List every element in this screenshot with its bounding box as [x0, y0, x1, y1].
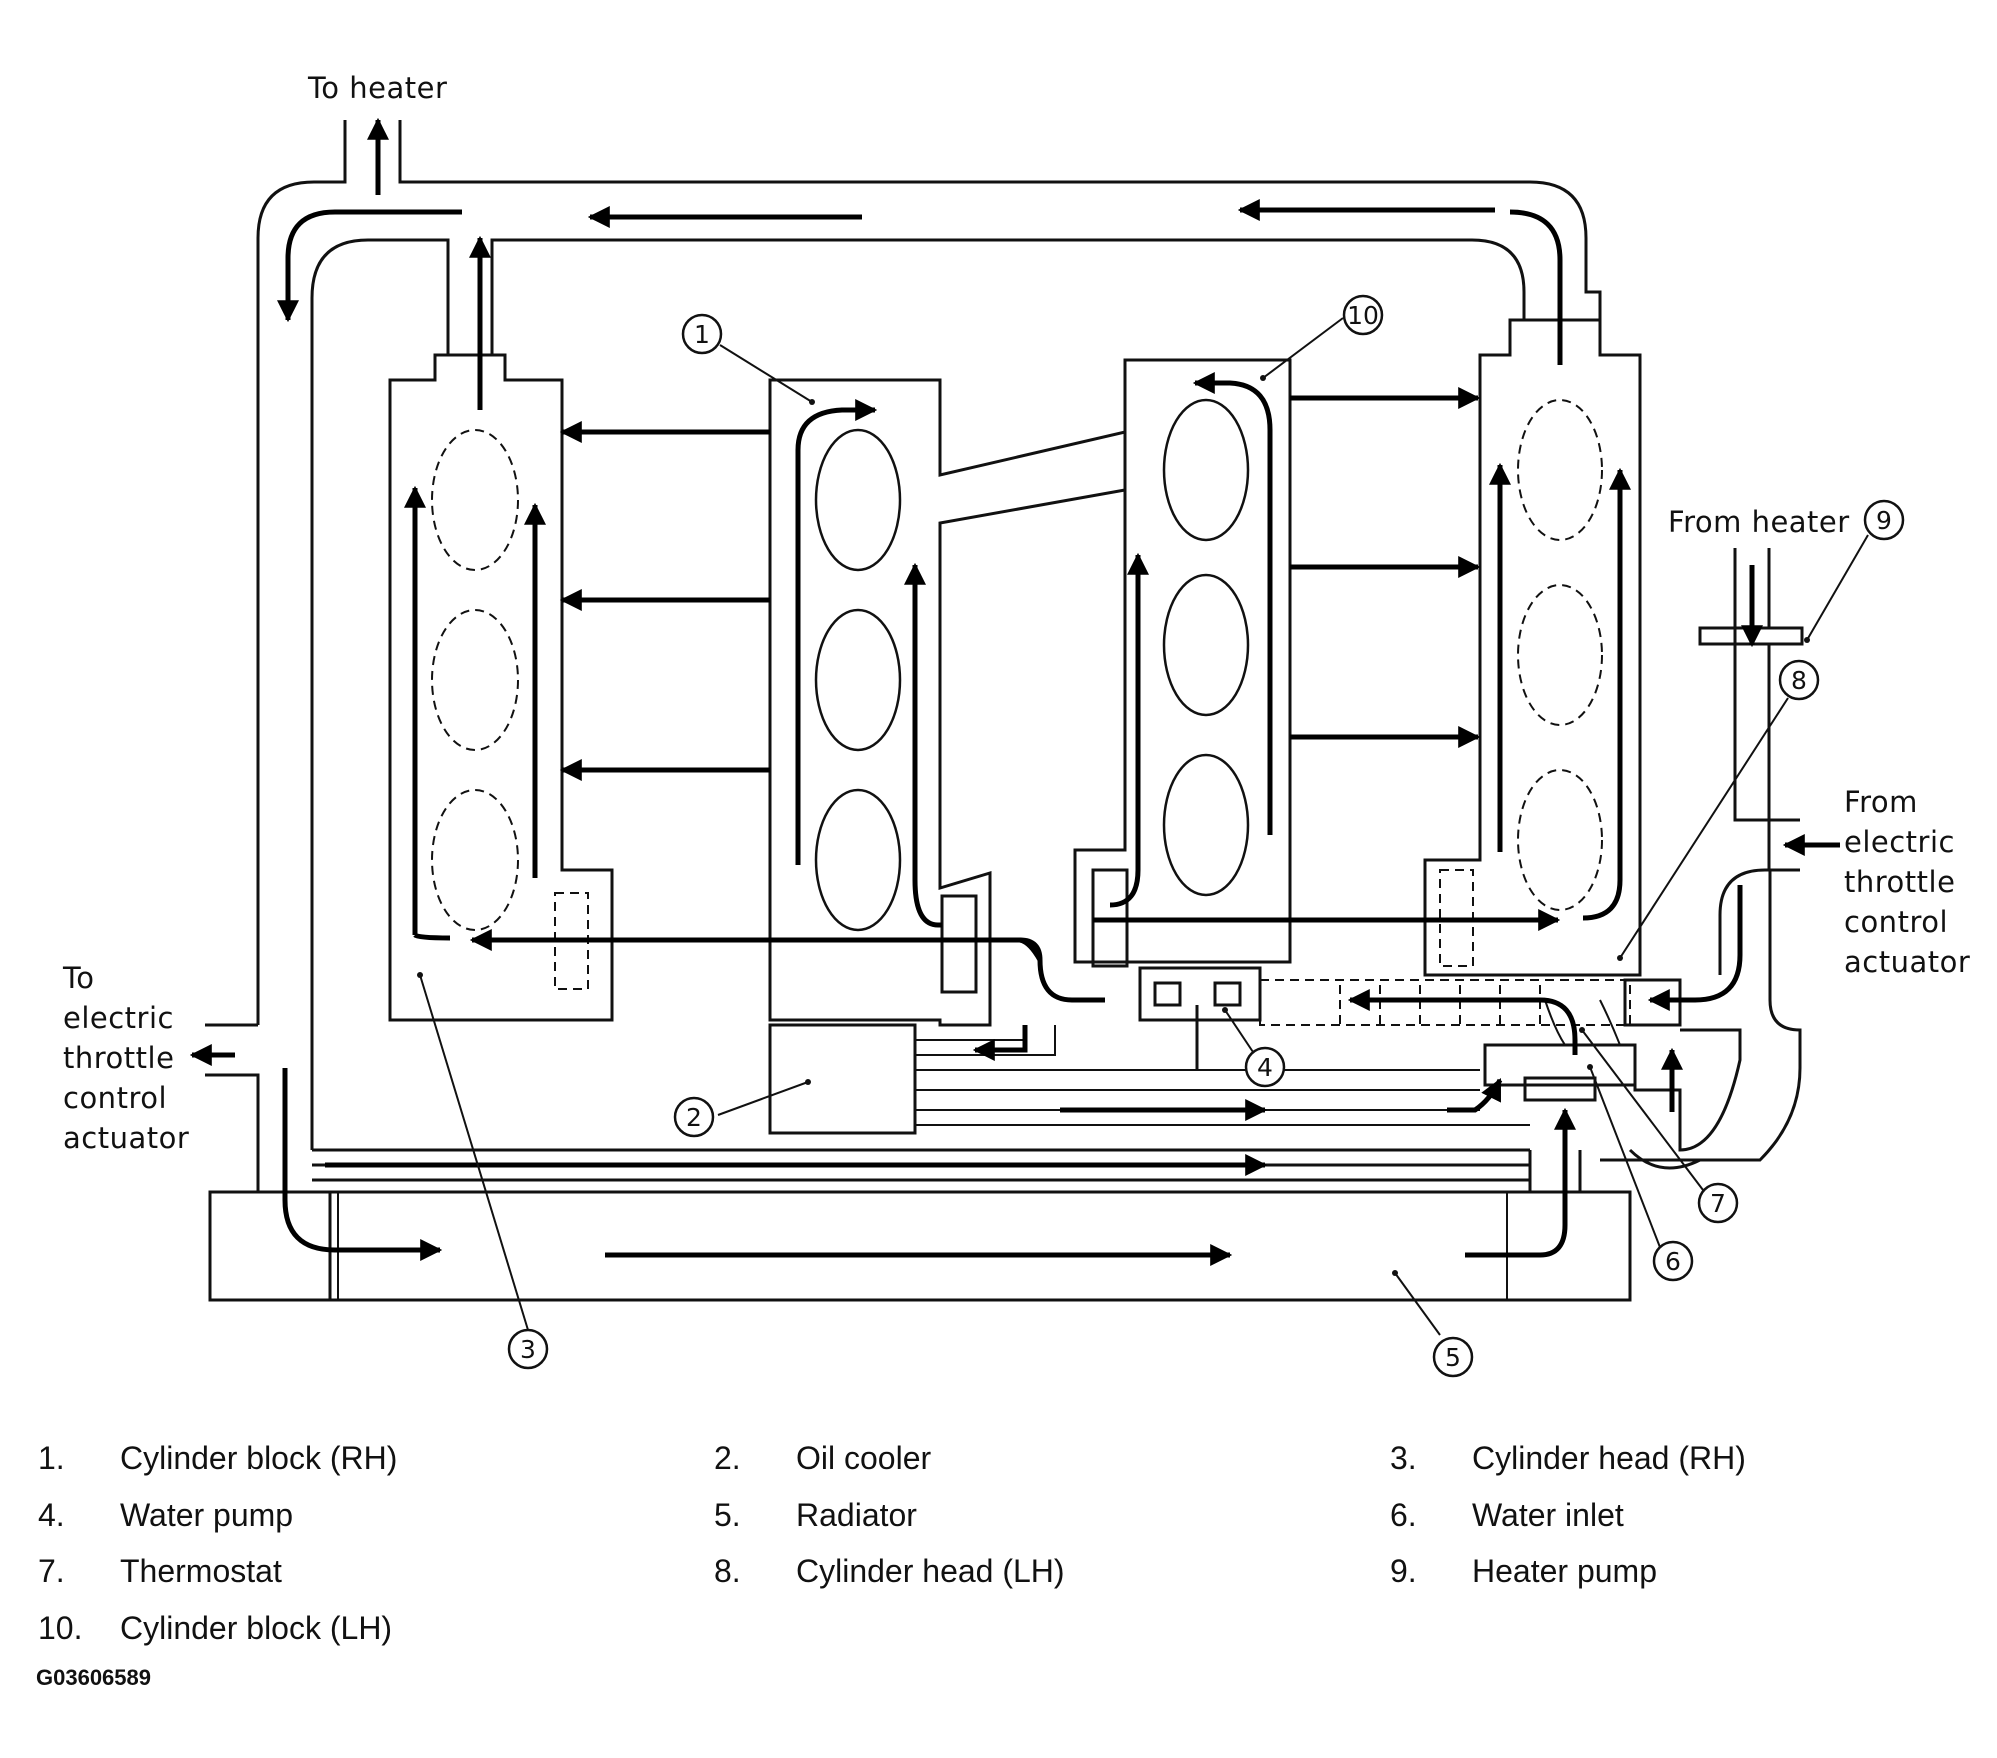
- to-actuator-label: To electric throttle control actuator: [62, 961, 189, 1155]
- svg-text:10: 10: [1347, 301, 1379, 330]
- cooling-system-diagram: 1 2 3 4 5 6 7 8 9 10 To heater From heat…: [62, 71, 1970, 1378]
- cylinder-block-lh: [1073, 358, 1292, 968]
- piping-structure: [205, 120, 1804, 1302]
- thermostat-and-inlet: [1483, 978, 1742, 1170]
- svg-text:electric: electric: [63, 1001, 174, 1035]
- svg-text:2: 2: [686, 1103, 702, 1132]
- svg-text:throttle: throttle: [63, 1041, 174, 1075]
- svg-text:7: 7: [1710, 1189, 1726, 1218]
- svg-text:actuator: actuator: [63, 1121, 189, 1155]
- svg-text:From: From: [1844, 785, 1918, 819]
- radiator-body: [208, 1190, 1632, 1302]
- oil-cooler: [768, 1023, 1530, 1135]
- svg-text:9: 9: [1876, 506, 1892, 535]
- svg-text:4: 4: [1257, 1053, 1273, 1082]
- cylinder-block-rh: [768, 378, 1127, 1027]
- from-heater-label: From heater: [1668, 505, 1850, 539]
- callout-10: 10: [1342, 294, 1384, 336]
- svg-text:throttle: throttle: [1844, 865, 1955, 899]
- svg-text:control: control: [1844, 905, 1948, 939]
- callout-leaders: [417, 317, 1869, 1336]
- callout-9: 9: [1863, 499, 1905, 541]
- svg-text:actuator: actuator: [1844, 945, 1970, 979]
- cylinder-head-lh: [1423, 318, 1642, 977]
- svg-text:5: 5: [1445, 1343, 1461, 1372]
- callout-5: 5: [1432, 1336, 1474, 1378]
- coolant-flow-arrows: [189, 117, 1840, 1267]
- water-pump: [1138, 966, 1631, 1070]
- callout-2: 2: [673, 1096, 715, 1138]
- svg-text:electric: electric: [1844, 825, 1955, 859]
- callout-1: 1: [681, 313, 723, 355]
- callout-8: 8: [1778, 659, 1820, 701]
- callout-4: 4: [1244, 1046, 1286, 1088]
- svg-text:To: To: [62, 961, 95, 995]
- cylinder-head-rh: [388, 353, 614, 1022]
- figure-id: G03606589: [36, 1665, 151, 1690]
- svg-text:6: 6: [1665, 1247, 1681, 1276]
- callout-3: 3: [507, 1328, 549, 1370]
- svg-text:3: 3: [520, 1335, 536, 1364]
- svg-text:control: control: [63, 1081, 167, 1115]
- svg-text:8: 8: [1791, 666, 1807, 695]
- to-heater-label: To heater: [307, 71, 447, 105]
- component-legend: 1.Cylinder block (RH) 2.Oil cooler 3.Cyl…: [38, 1440, 1746, 1646]
- callout-7: 7: [1697, 1182, 1739, 1224]
- callout-6: 6: [1652, 1240, 1694, 1282]
- svg-text:1: 1: [694, 320, 710, 349]
- from-actuator-label: From electric throttle control actuator: [1844, 785, 1970, 979]
